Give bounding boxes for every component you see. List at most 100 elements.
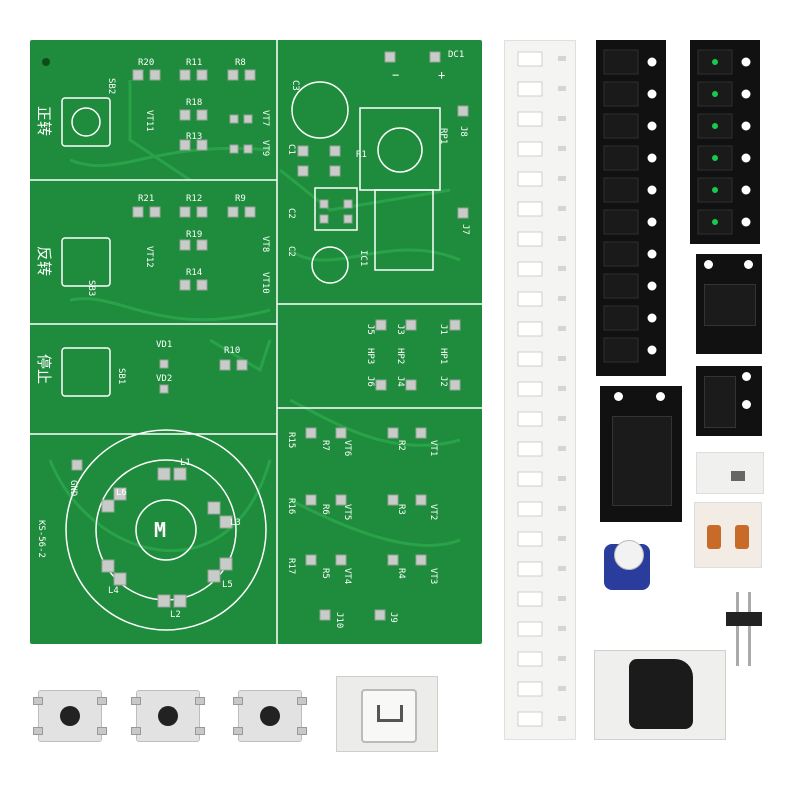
label-vt6: VT6: [342, 440, 352, 457]
green-led: [712, 219, 718, 225]
tape-sprocket-hole: [647, 153, 657, 163]
label-r18: R18: [186, 98, 203, 108]
transistor-pocket: [603, 241, 639, 267]
resistor-chip: [517, 471, 543, 487]
tape-sprocket-hole: [647, 121, 657, 131]
resistor-chip: [517, 291, 543, 307]
label-r9: R9: [235, 194, 246, 204]
green-led: [712, 59, 718, 65]
resistor-chip: [517, 621, 543, 637]
label-board-id: KS-56-2: [36, 520, 46, 558]
label-r4: R4: [396, 568, 406, 579]
tape-sprocket-hole: [647, 249, 657, 259]
tape-hole: [558, 686, 566, 691]
tape-hole: [558, 476, 566, 481]
label-vd2: VD2: [156, 374, 173, 384]
label-vt4: VT4: [342, 568, 352, 585]
resistor-chip: [517, 81, 543, 97]
label-vt7: VT7: [260, 110, 270, 127]
label-r20: R20: [138, 58, 155, 68]
label-r17: R17: [286, 558, 296, 575]
tape-hole: [558, 116, 566, 121]
label-reverse: 反转: [35, 246, 53, 277]
label-j5: J5: [365, 324, 375, 335]
transistor-pocket: [603, 113, 639, 139]
label-j7: J7: [460, 224, 470, 235]
pcb-board: R20 R11 R8 R18 R13 VT11 VT7 VT9 SB2 正转 R…: [30, 40, 482, 644]
tape-hole: [558, 326, 566, 331]
resistor-chip: [517, 351, 543, 367]
green-led: [712, 91, 718, 97]
resistor-chip: [517, 321, 543, 337]
label-l1: L1: [180, 458, 191, 468]
tape-sprocket-hole: [647, 313, 657, 323]
green-led: [712, 155, 718, 161]
resistor-chip: [517, 681, 543, 697]
tape-hole: [558, 446, 566, 451]
label-c1: C1: [286, 144, 296, 155]
label-c2b: C2: [286, 246, 296, 257]
tape-hole: [558, 536, 566, 541]
tape-hole: [558, 176, 566, 181]
label-r7: R7: [320, 440, 330, 451]
label-gnd: GND: [68, 480, 78, 497]
label-r12: R12: [186, 194, 203, 204]
resistor-chip: [517, 501, 543, 517]
label-r14: R14: [186, 268, 203, 278]
tape-sprocket-hole: [741, 217, 751, 227]
tape-hole: [558, 146, 566, 151]
tape-sprocket-hole: [647, 185, 657, 195]
label-motor: M: [154, 518, 167, 542]
label-forward: 正转: [35, 106, 53, 137]
trimmer-potentiometer: [602, 536, 652, 594]
tactile-switch-1: [33, 690, 107, 742]
label-vt8: VT8: [260, 236, 270, 253]
mounting-hole: [42, 58, 50, 66]
resistor-chip: [517, 201, 543, 217]
label-vt3: VT3: [428, 568, 438, 585]
tape-hole: [558, 596, 566, 601]
label-r10: R10: [224, 346, 241, 356]
transistor-pocket: [603, 49, 639, 75]
label-r13: R13: [186, 132, 203, 142]
tape-sprocket-hole: [647, 281, 657, 291]
resistor-chip: [517, 111, 543, 127]
label-l3: L3: [230, 518, 241, 528]
label-vt10: VT10: [260, 272, 270, 294]
resistor-chip: [517, 651, 543, 667]
transistor-pocket: [603, 209, 639, 235]
copper-traces: [48, 80, 461, 553]
led-tape: [690, 40, 760, 244]
label-j8: J8: [458, 126, 468, 137]
label-vd1: VD1: [156, 340, 173, 350]
tape-hole: [558, 266, 566, 271]
dc-jack-package: [336, 676, 438, 752]
tape-hole: [558, 56, 566, 61]
tape-hole: [558, 356, 566, 361]
resistor-chip: [517, 171, 543, 187]
transistor-pocket: [603, 273, 639, 299]
pcb-artwork: [30, 40, 482, 644]
label-hp1: HP1: [438, 348, 448, 365]
label-c3: C3: [290, 80, 300, 91]
label-l6: L6: [116, 488, 127, 498]
tape-sprocket-hole: [647, 217, 657, 227]
pin-header: [720, 592, 768, 672]
label-hp2: HP2: [395, 348, 405, 365]
label-j10: J10: [334, 612, 344, 629]
tape-sprocket-hole: [741, 185, 751, 195]
resistor-chip: [517, 231, 543, 247]
tape-hole: [558, 506, 566, 511]
tape-sprocket-hole: [647, 345, 657, 355]
label-j6: J6: [365, 376, 375, 387]
label-r16: R16: [286, 498, 296, 515]
label-j2: J2: [438, 376, 448, 387]
green-led: [712, 187, 718, 193]
label-r5: R5: [320, 568, 330, 579]
tape-sprocket-hole: [741, 89, 751, 99]
diode-package: [694, 502, 762, 568]
tape-hole: [558, 296, 566, 301]
tape-hole: [558, 716, 566, 721]
label-r21: R21: [138, 194, 155, 204]
label-rp1: RP1: [438, 128, 448, 145]
